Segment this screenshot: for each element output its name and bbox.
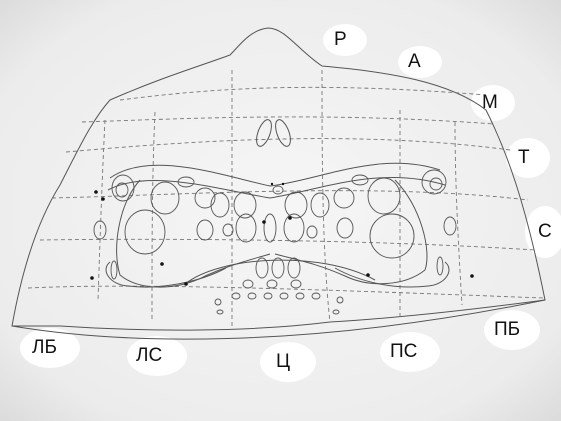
zone-label-r: Р <box>334 30 347 49</box>
zone-label-ls: ЛС <box>136 346 162 365</box>
zone-label-m: М <box>482 93 498 112</box>
zone-label-ps: ПС <box>390 342 417 361</box>
zone-label-s: С <box>538 222 552 241</box>
zone-label-a: А <box>408 52 421 71</box>
zone-label-pb: ПБ <box>494 320 520 339</box>
zone-label-lb: ЛБ <box>32 338 57 357</box>
zone-label-c: Ц <box>276 352 290 371</box>
zone-label-t: Т <box>518 148 530 167</box>
